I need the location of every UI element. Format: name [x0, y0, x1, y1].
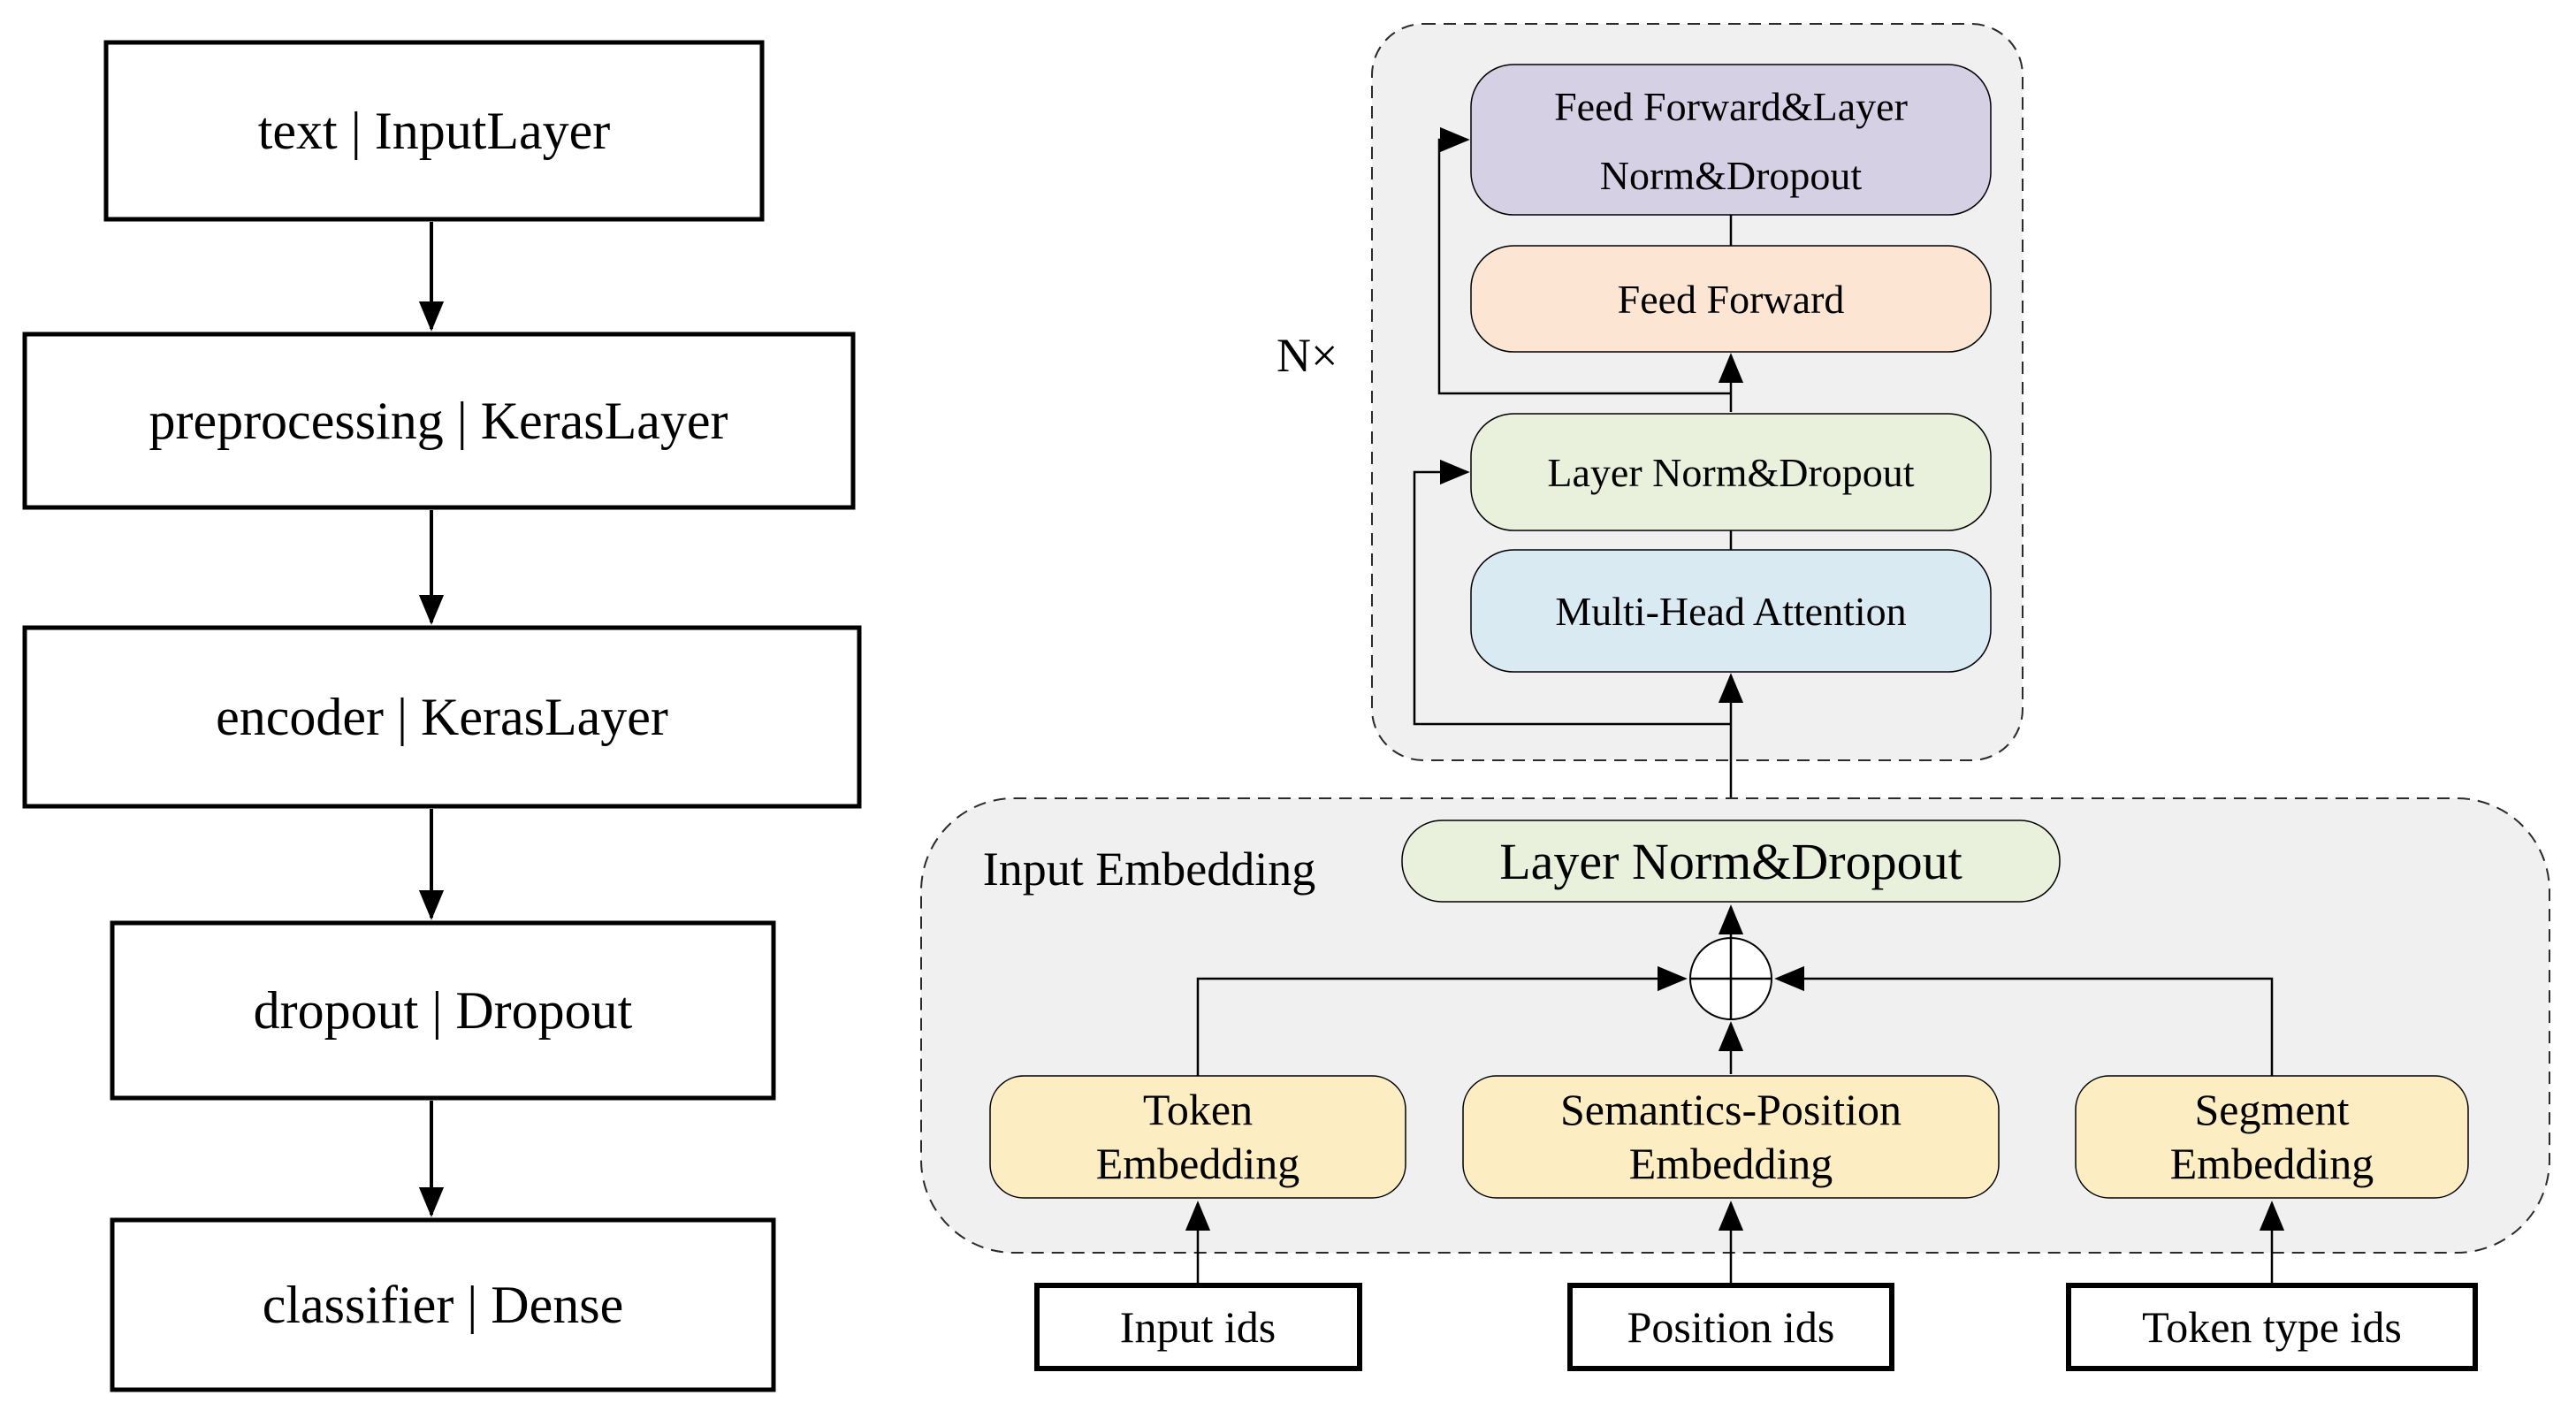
layer-norm-dropout-box	[1470, 413, 1992, 531]
semantics-position-embedding-label-line1: Semantics-Position	[1560, 1085, 1902, 1134]
encoder-box	[22, 625, 862, 809]
token-embedding-label-line2: Embedding	[1096, 1139, 1300, 1188]
residual-wire-feed-forward	[1437, 126, 1731, 395]
feed-forward-layer-norm-dropout-label-line2: Norm&Dropout	[1600, 153, 1863, 198]
token-type-ids-label: Token type ids	[2142, 1302, 2402, 1352]
dropout-label: dropout | Dropout	[254, 981, 633, 1040]
position-ids-label: Position ids	[1627, 1302, 1835, 1352]
preprocessing-box	[22, 332, 856, 510]
dropout-box	[110, 920, 776, 1101]
preprocessing-label: preprocessing | KerasLayer	[149, 392, 728, 450]
feed-forward-box	[1470, 245, 1992, 353]
input-embedding-title: Input Embedding	[983, 843, 1315, 896]
input-ids-box	[1034, 1283, 1362, 1371]
feed-forward-layer-norm-dropout-box	[1470, 64, 1992, 216]
input-id-row: Input ids Position ids Token type ids	[1034, 1201, 2478, 1371]
feed-forward-label: Feed Forward	[1618, 277, 1845, 322]
wire-token-embedding-to-add	[1196, 965, 1688, 1076]
input-layer-box	[103, 40, 765, 222]
input-ids-label: Input ids	[1120, 1302, 1276, 1352]
position-ids-box	[1567, 1283, 1894, 1371]
keras-model-flow: text | InputLayer preprocessing | KerasL…	[22, 40, 862, 1392]
residual-wire-attention	[1413, 459, 1731, 726]
token-embedding-label-line1: Token	[1143, 1085, 1253, 1134]
embedding-layer-norm-dropout-box	[1401, 820, 2061, 903]
encoder-label: encoder | KerasLayer	[216, 688, 668, 746]
classifier-label: classifier | Dense	[263, 1276, 624, 1334]
transformer-encoder-block: N× Feed Forward&Layer Norm&Dropout Feed …	[1277, 23, 2023, 819]
classifier-box	[110, 1217, 776, 1392]
token-type-ids-box	[2066, 1283, 2478, 1371]
segment-embedding-label-line1: Segment	[2195, 1085, 2350, 1134]
semantics-position-embedding-box	[1462, 1075, 2000, 1199]
layer-norm-dropout-label: Layer Norm&Dropout	[1547, 450, 1914, 495]
multi-head-attention-label: Multi-Head Attention	[1555, 589, 1906, 634]
repeat-count-label: N×	[1277, 329, 1338, 382]
token-embedding-box	[989, 1075, 1406, 1199]
segment-embedding-box	[2075, 1075, 2469, 1199]
input-layer-label: text | InputLayer	[258, 102, 611, 160]
embedding-layer-norm-dropout-label: Layer Norm&Dropout	[1499, 833, 1962, 890]
multi-head-attention-box	[1470, 549, 1992, 673]
feed-forward-layer-norm-dropout-label-line1: Feed Forward&Layer	[1554, 84, 1908, 129]
wire-segment-embedding-to-add	[1774, 965, 2274, 1076]
semantics-position-embedding-label-line2: Embedding	[1629, 1139, 1833, 1188]
input-embedding-block: Input Embedding Layer Norm&Dropout Token…	[920, 797, 2550, 1254]
segment-embedding-label-line2: Embedding	[2170, 1139, 2374, 1188]
